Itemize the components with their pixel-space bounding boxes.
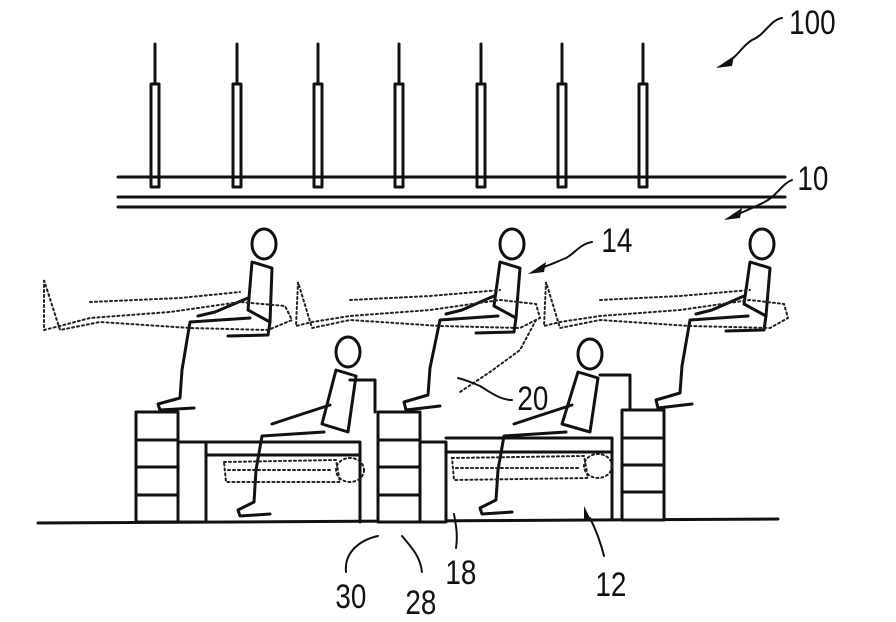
ceiling-rod [475, 42, 487, 189]
ref-30-label: 30 [335, 577, 366, 615]
upper-deck-floor [116, 175, 787, 209]
reclined-passenger-lower-right [450, 453, 613, 482]
ref-12-label: 12 [595, 565, 626, 603]
passenger-upper-left [156, 227, 278, 412]
ceiling-rods [149, 42, 649, 189]
passenger-upper-right [654, 227, 776, 410]
reclined-passenger-upper-left [43, 279, 294, 332]
ceiling-rod [556, 42, 568, 189]
leader-lines [344, 17, 793, 573]
passenger-lower-left [236, 335, 362, 518]
reclined-passenger-lower-left [222, 457, 365, 483]
ceiling-rod [231, 42, 243, 189]
ceiling-rod [637, 42, 649, 189]
passenger-lower-right [478, 337, 604, 516]
step-blocks-middle [376, 410, 448, 524]
passenger-upper-middle [402, 227, 526, 412]
ceiling-rod [393, 42, 405, 189]
ceiling-rod [312, 42, 324, 189]
ref-28-label: 28 [405, 583, 436, 621]
ref-100-label: 100 [789, 3, 836, 41]
step-blocks-left [134, 410, 208, 524]
step-blocks-right [620, 408, 666, 522]
lower-bench-right [444, 373, 632, 522]
reclined-passenger-upper-middle [294, 281, 542, 393]
ref-18-label: 18 [445, 553, 476, 591]
ref-10-label: 10 [797, 159, 828, 197]
lower-bench-left [204, 378, 377, 524]
ref-14-label: 14 [601, 221, 632, 259]
ref-20-label: 20 [517, 379, 548, 417]
ceiling-rod [149, 42, 161, 189]
reclined-passenger-upper-right [542, 281, 790, 330]
